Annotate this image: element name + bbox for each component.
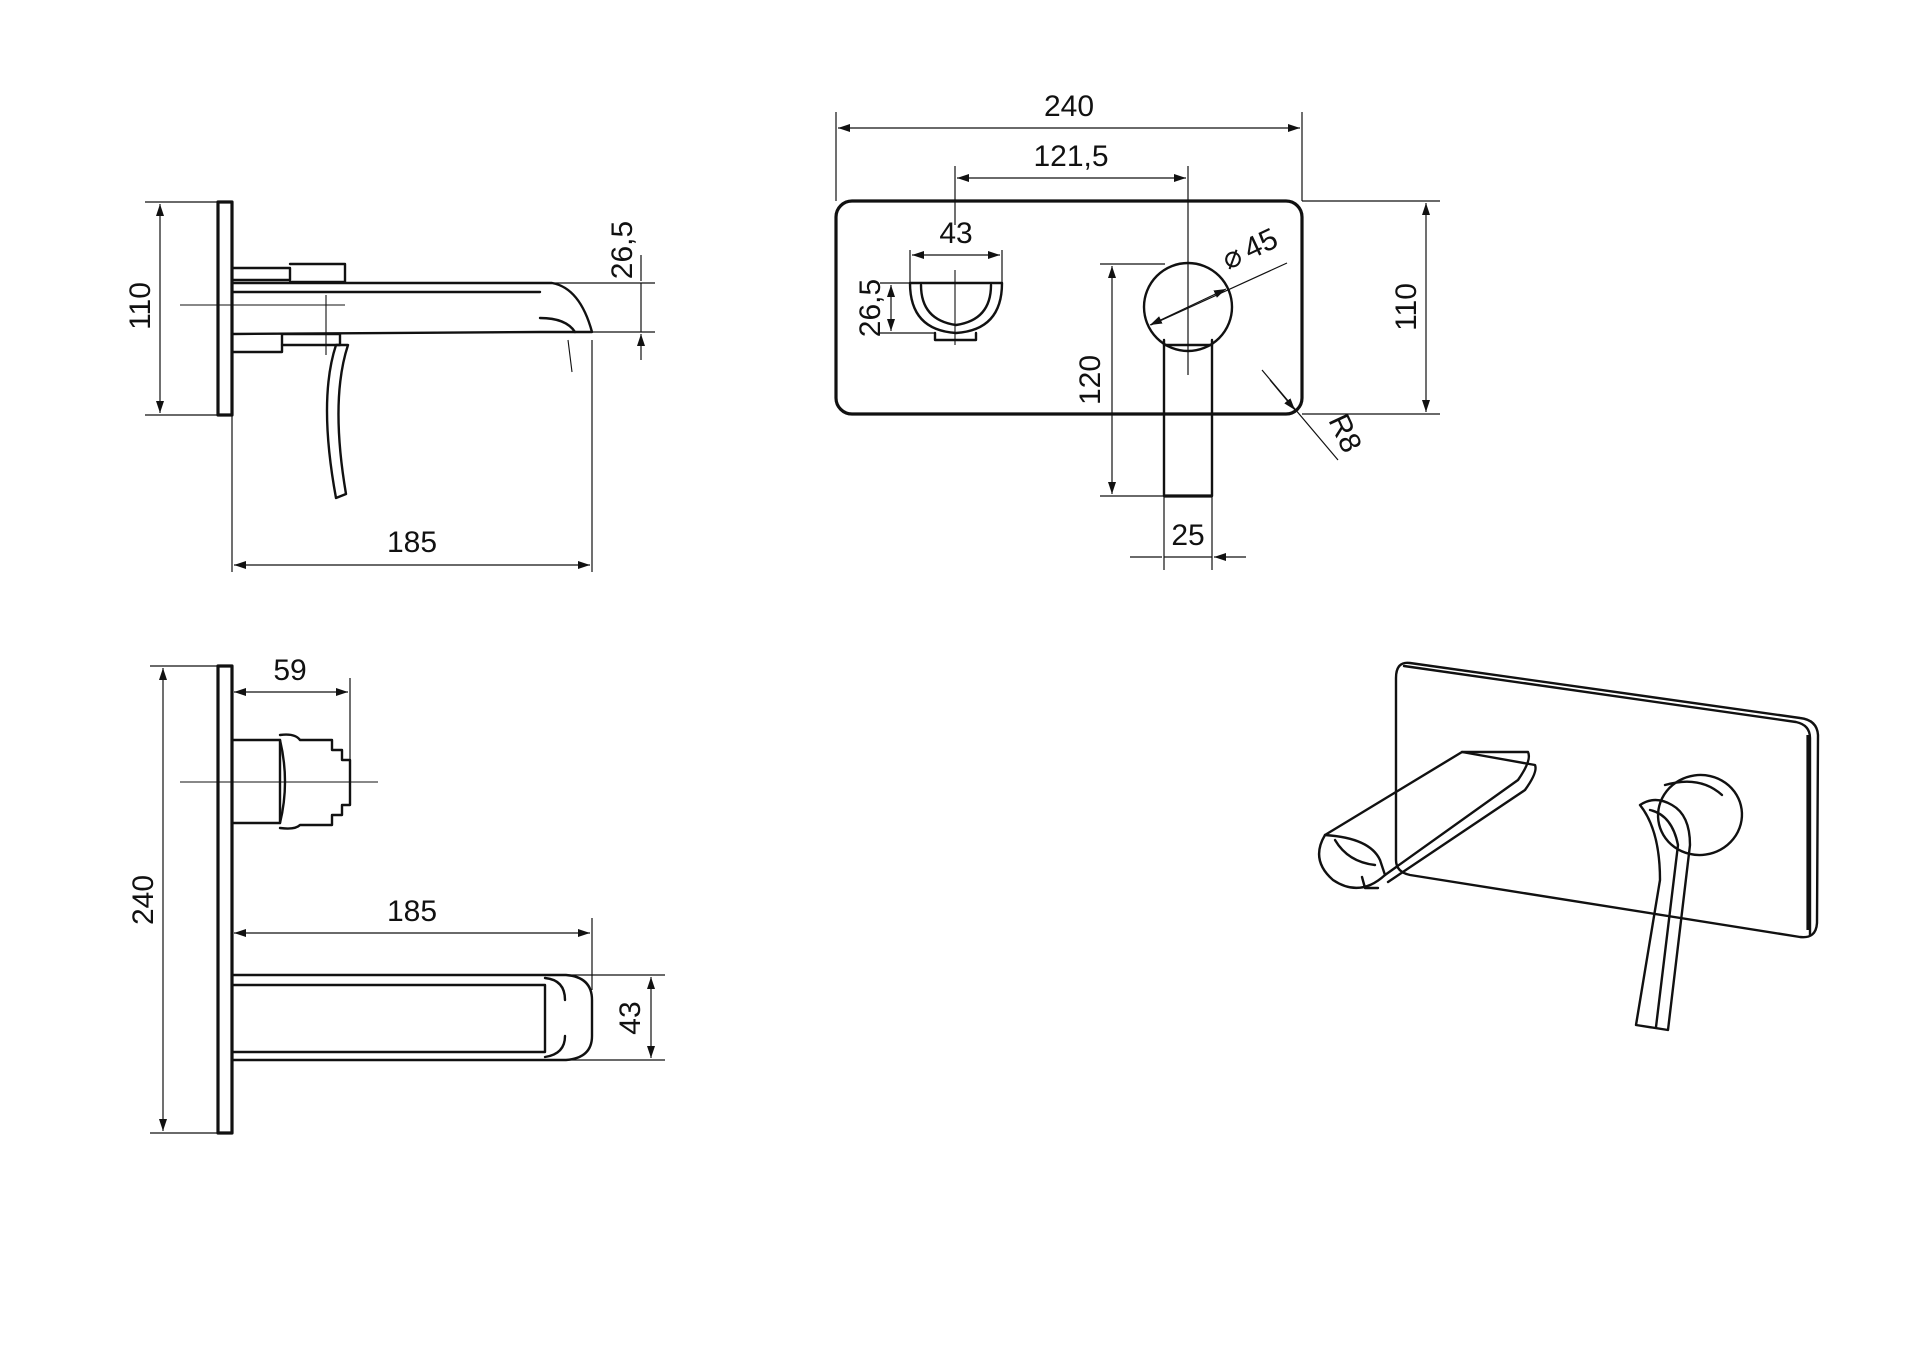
dim-front-cartridge-diameter: 45 bbox=[1239, 222, 1283, 266]
front-wall-plate bbox=[834, 199, 1304, 416]
dim-ext-120 bbox=[1100, 263, 1165, 497]
dim-front-plate-height: 110 bbox=[1390, 283, 1423, 331]
dim-ext-121-5 bbox=[954, 166, 1189, 375]
dim-ext-59 bbox=[231, 678, 351, 760]
dim-ext-185 bbox=[231, 340, 593, 572]
dim-top-body-depth: 59 bbox=[273, 654, 306, 687]
side-body bbox=[230, 266, 292, 282]
iso-lever-edge bbox=[1648, 808, 1680, 1029]
top-spout bbox=[230, 973, 594, 1062]
front-view: 240 121,5 43 26,5 ⌀ 45 110 120 R8 bbox=[834, 90, 1440, 570]
side-wall-plate bbox=[216, 200, 234, 417]
top-spout-outlet bbox=[543, 976, 567, 1059]
dim-ext-top-43 bbox=[566, 974, 665, 1061]
side-spout-axis bbox=[567, 339, 573, 373]
side-spout-outlet bbox=[538, 316, 577, 334]
side-handle-collar bbox=[280, 332, 342, 347]
dim-ext-front-110 bbox=[1302, 200, 1440, 415]
dim-front-handle-length: 120 bbox=[1074, 355, 1107, 405]
isometric-view bbox=[1317, 661, 1820, 1032]
iso-spout-edge bbox=[1386, 750, 1537, 884]
dim-front-handle-offset: 121,5 bbox=[1033, 140, 1108, 173]
iso-plate-edge bbox=[1402, 664, 1812, 937]
dim-ext-top-185 bbox=[231, 918, 593, 990]
side-handle-base bbox=[230, 332, 284, 354]
front-outlet-inner bbox=[919, 283, 993, 327]
iso-wall-plate bbox=[1394, 661, 1820, 939]
side-centerline bbox=[180, 295, 345, 355]
side-view: 110 26,5 185 bbox=[124, 200, 655, 572]
dim-arrow-diameter-b bbox=[1187, 288, 1227, 308]
dim-arrow-r8 bbox=[1269, 379, 1296, 411]
iso-spout bbox=[1317, 750, 1531, 889]
dim-side-depth: 185 bbox=[387, 526, 437, 559]
dim-front-outlet-height: 26,5 bbox=[854, 279, 887, 337]
dim-ext-top-240 bbox=[150, 665, 218, 1134]
side-body-cap bbox=[288, 262, 347, 284]
dim-top-plate-length: 240 bbox=[127, 875, 160, 925]
side-spout bbox=[230, 281, 594, 336]
top-spout-inner bbox=[230, 983, 547, 1054]
dim-top-spout-width: 43 bbox=[614, 1001, 647, 1034]
dim-front-width: 240 bbox=[1044, 90, 1094, 123]
iso-spout-outlet bbox=[1333, 838, 1377, 867]
dim-ext-43 bbox=[909, 250, 1003, 283]
dim-front-corner-radius: R8 bbox=[1322, 409, 1368, 458]
dim-side-height: 110 bbox=[124, 282, 157, 330]
dim-line-diameter bbox=[1150, 262, 1288, 326]
dim-side-spout-height: 26,5 bbox=[606, 221, 639, 279]
dim-ext-240 bbox=[835, 112, 1303, 201]
dim-ext-front-26-5 bbox=[880, 282, 935, 334]
top-wall-plate bbox=[216, 664, 234, 1135]
dim-front-handle-width: 25 bbox=[1171, 519, 1204, 552]
side-handle-lever bbox=[325, 343, 350, 500]
iso-spout-face bbox=[1323, 833, 1387, 877]
iso-spout-aerator bbox=[1360, 875, 1380, 890]
dim-front-outlet-width: 43 bbox=[939, 217, 972, 250]
dim-diameter-label: ⌀ 45 bbox=[1217, 222, 1283, 276]
dim-top-spout-depth: 185 bbox=[387, 895, 437, 928]
front-outlet bbox=[908, 281, 1004, 335]
iso-cartridge-ring bbox=[1663, 780, 1724, 797]
top-view: 59 240 185 43 bbox=[127, 654, 665, 1135]
dim-ext-110 bbox=[145, 201, 218, 416]
iso-lever bbox=[1634, 798, 1692, 1032]
dim-arrow-diameter-a bbox=[1149, 306, 1189, 326]
iso-cartridge bbox=[1656, 773, 1744, 857]
